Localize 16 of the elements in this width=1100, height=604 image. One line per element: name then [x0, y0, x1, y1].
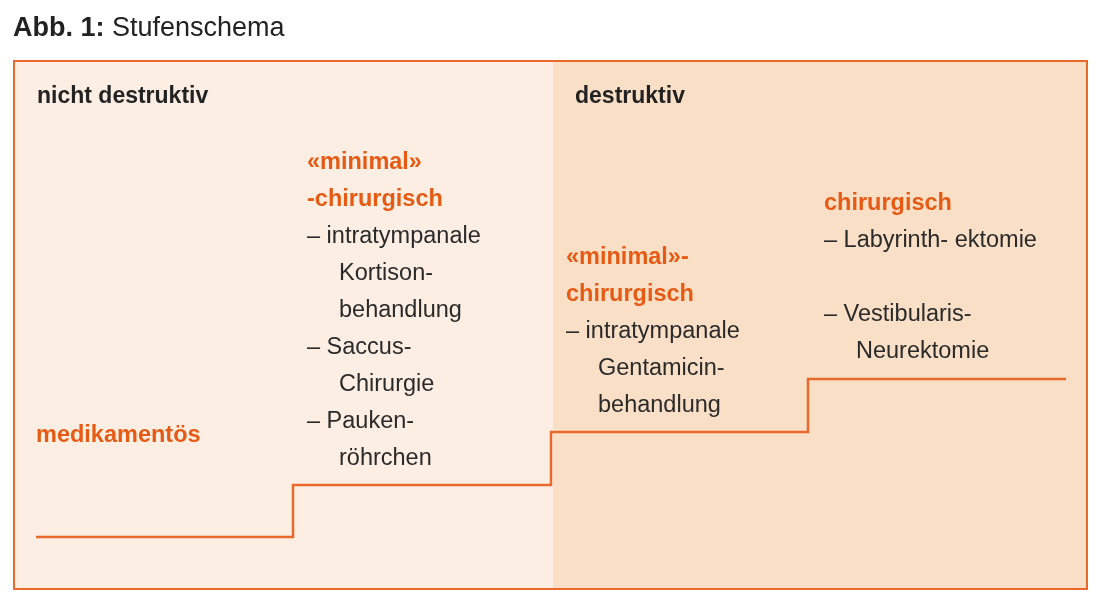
- section-heading: destruktiv: [575, 82, 685, 109]
- section-heading: nicht destruktiv: [37, 82, 209, 109]
- list-item: – Pauken- röhrchen: [307, 406, 433, 472]
- list-item: – Labyrinth- ektomie: [824, 225, 1038, 254]
- step-heading: «minimal» -chirurgisch: [307, 147, 444, 213]
- figure-title: Abb. 1: Stufenschema: [13, 12, 285, 43]
- step-heading: «minimal»- chirurgisch: [566, 242, 695, 308]
- diagram-frame: [13, 60, 1088, 590]
- list-item: – Vestibularis- Neurektomie: [824, 299, 991, 365]
- list-item: – intratympanale Kortison- behandlung: [307, 221, 482, 324]
- panel: [15, 62, 553, 588]
- list-item: – Saccus- Chirurgie: [307, 332, 436, 398]
- step-heading: chirurgisch: [824, 188, 953, 217]
- list-item: – intratympanale Gentamicin- behandlung: [566, 316, 741, 419]
- step-heading: medikamentös: [36, 420, 202, 449]
- panel: [553, 62, 1086, 588]
